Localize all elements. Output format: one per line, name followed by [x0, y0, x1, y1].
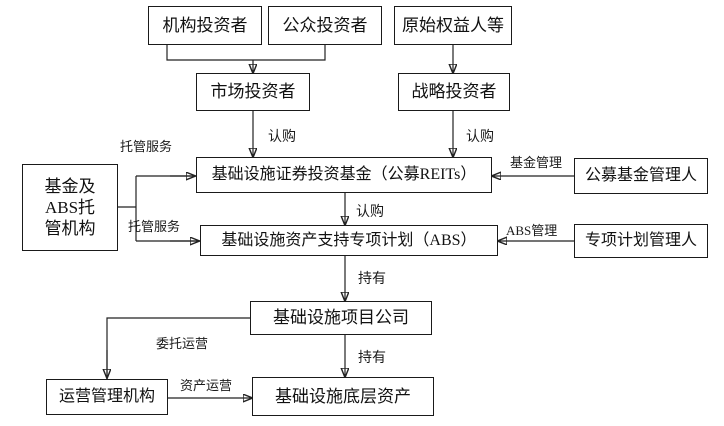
wire-public-to-merge	[253, 45, 326, 61]
node-abs-plan[interactable]: 基础设施资产支持专项计划（ABS）	[200, 225, 498, 256]
node-operation-manager[interactable]: 运营管理机构	[46, 379, 168, 415]
node-public-investors[interactable]: 公众投资者	[268, 6, 382, 45]
edge-label-entrusted-operation: 委托运营	[156, 336, 209, 351]
edge-label-fund-management: 基金管理	[510, 155, 563, 170]
node-public-reits-fund[interactable]: 基础设施证券投资基金（公募REITs）	[196, 157, 492, 193]
edge-label-subscribe-market: 认购	[268, 130, 296, 145]
edge-label-custody-service-bottom: 托管服务	[128, 219, 181, 234]
node-strategic-investors[interactable]: 战略投资者	[398, 73, 510, 111]
node-public-fund-manager[interactable]: 公募基金管理人	[574, 158, 708, 194]
edge-label-subscribe-abs: 认购	[356, 205, 384, 220]
node-project-company[interactable]: 基础设施项目公司	[250, 301, 432, 335]
edge-label-hold-project: 持有	[358, 272, 386, 287]
node-market-investors[interactable]: 市场投资者	[196, 73, 310, 111]
wire-institutional-to-merge	[166, 45, 253, 61]
edge-label-hold-assets: 持有	[358, 351, 386, 366]
node-fund-abs-custodian[interactable]: 基金及 ABS托 管机构	[22, 164, 118, 251]
edge-label-abs-management: ABS管理	[506, 223, 558, 238]
edge-label-asset-operation: 资产运营	[180, 378, 233, 393]
node-underlying-assets[interactable]: 基础设施底层资产	[252, 377, 434, 416]
node-institutional-investors[interactable]: 机构投资者	[148, 6, 262, 45]
node-original-equity-holders[interactable]: 原始权益人等	[394, 6, 512, 45]
edge-label-custody-service-top: 托管服务	[120, 139, 173, 154]
node-special-plan-manager[interactable]: 专项计划管理人	[574, 224, 708, 258]
edge-label-subscribe-strategic: 认购	[466, 130, 494, 145]
